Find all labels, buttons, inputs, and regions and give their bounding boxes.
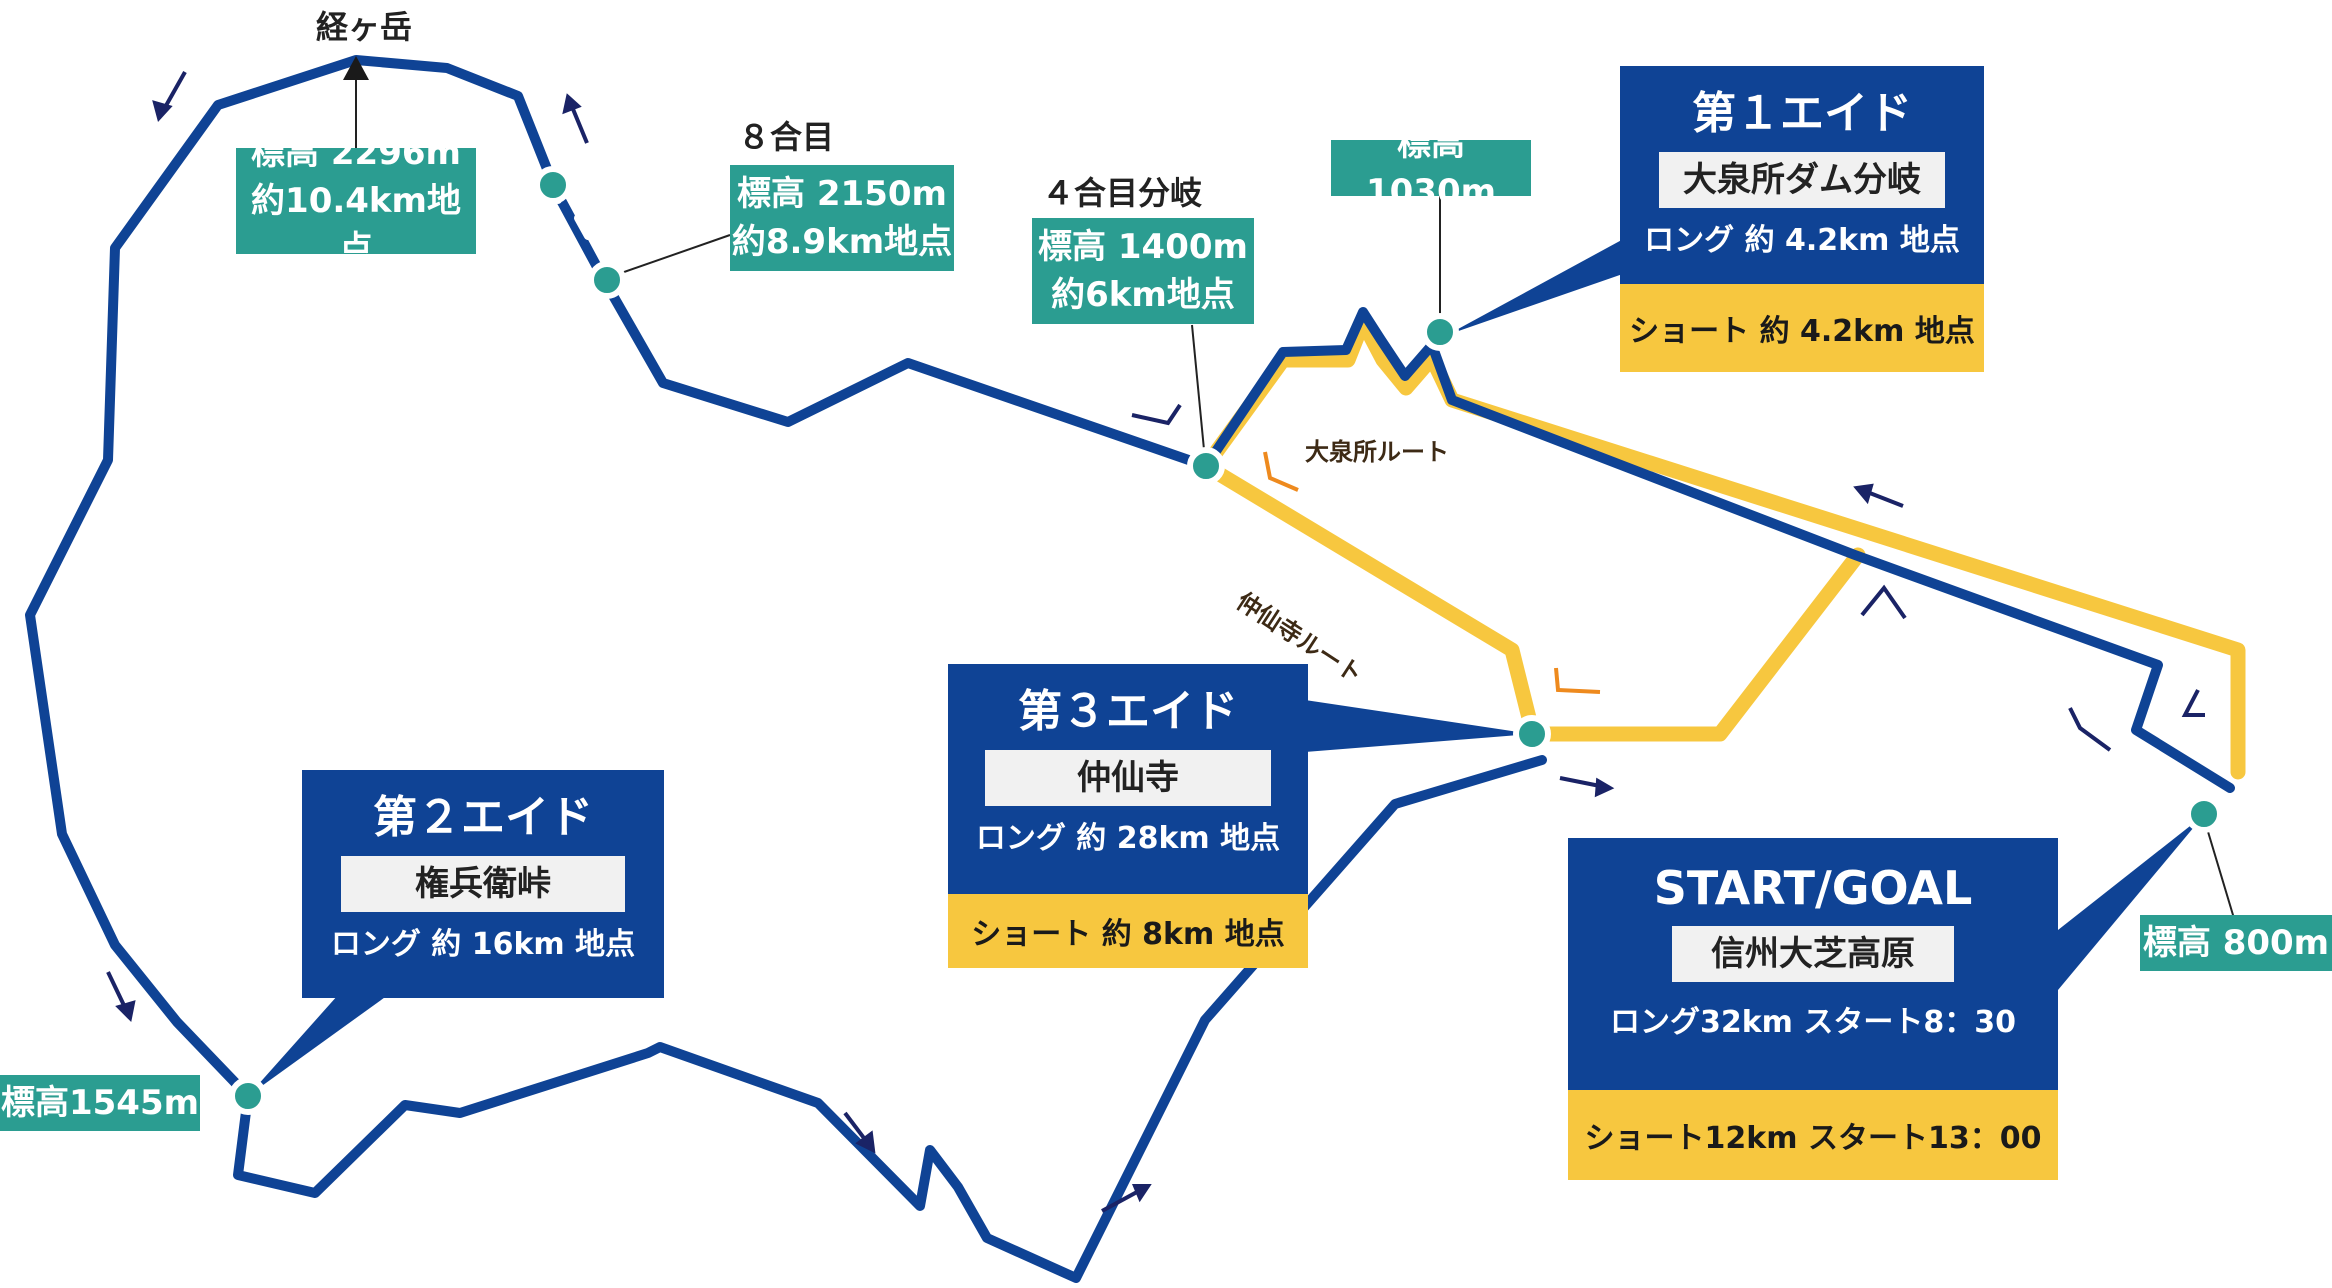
start-goal-title: START/GOAL xyxy=(1653,861,1973,915)
aid3-place: 仲仙寺 xyxy=(985,750,1271,806)
start-goal-place: 信州大芝高原 xyxy=(1672,926,1954,982)
go4-distance: 約6km地点 xyxy=(1051,275,1235,315)
aid1-title: 第１エイド xyxy=(1692,88,1912,139)
go8-distance: 約8.9km地点 xyxy=(731,222,953,262)
aid1-place: 大泉所ダム分岐 xyxy=(1659,152,1945,208)
summit-distance: 約10.4km地点 xyxy=(251,181,461,269)
route-point-aid3 xyxy=(1513,715,1551,753)
long-route-main xyxy=(1201,307,2235,793)
turn-arrow-icon xyxy=(2181,689,2205,717)
direction-arrow-icon xyxy=(152,71,187,123)
aid2-elevation-box: 標高1545m xyxy=(0,1075,200,1131)
go4-leader-line xyxy=(1191,324,1206,461)
route-point-aid1 xyxy=(1421,313,1459,351)
route-point-go8 xyxy=(588,261,626,299)
aid2-long-distance: ロング 約 16km 地点 xyxy=(330,927,636,962)
route-point-go8-upper xyxy=(534,166,572,204)
start-goal-long: ロング32km スタート8：30 xyxy=(1609,1005,2017,1040)
aid1-box: 第１エイド 大泉所ダム分岐 ロング 約 4.2km 地点 ショート 約 4.2k… xyxy=(1620,66,1984,372)
go8-station-name: ８合目 xyxy=(738,118,835,156)
route-point-start xyxy=(2185,795,2223,833)
short-turn-arrow-icon xyxy=(1554,667,1601,694)
aid2-box: 第２エイド 権兵衛峠 ロング 約 16km 地点 xyxy=(302,770,664,998)
short-route-oizumi xyxy=(1198,314,2246,780)
turn-arrow-icon xyxy=(1860,584,1907,620)
go8-elevation: 標高 2150m xyxy=(737,174,947,214)
aid1-callout-pointer xyxy=(1447,230,1640,335)
aid3-short-distance: ショート 約 8km 地点 xyxy=(948,894,1308,968)
aid3-long-distance: ロング 約 28km 地点 xyxy=(975,821,1281,856)
aid2-callout-pointer xyxy=(248,995,388,1096)
start-goal-box: START/GOAL 信州大芝高原 ロング32km スタート8：30 ショート1… xyxy=(1568,838,2058,1180)
go4-elevation: 標高 1400m xyxy=(1038,227,1248,267)
route-dash xyxy=(574,214,592,240)
aid2-place: 権兵衛峠 xyxy=(341,856,625,912)
aid2-elevation: 標高1545m xyxy=(0,1083,200,1123)
aid1-elevation: 標高 1030m xyxy=(1365,124,1497,212)
summit-elevation-box: 標高 2296m 約10.4km地点 xyxy=(236,133,476,269)
aid3-callout-pointer xyxy=(1305,700,1532,752)
go8-elevation-box: 標高 2150m 約8.9km地点 xyxy=(730,165,954,271)
route-point-go4 xyxy=(1187,447,1225,485)
start-callout-pointer xyxy=(2058,815,2204,990)
start-goal-short: ショート12km スタート13：00 xyxy=(1568,1090,2058,1180)
direction-arrow-icon xyxy=(562,93,589,144)
start-elevation-box: 標高 800m xyxy=(2140,915,2332,971)
aid1-long-distance: ロング 約 4.2km 地点 xyxy=(1644,223,1960,258)
route-point-aid2 xyxy=(229,1077,267,1115)
direction-arrow-icon xyxy=(106,971,136,1023)
summit-name: 経ヶ岳 xyxy=(316,8,413,46)
go4-elevation-box: 標高 1400m 約6km地点 xyxy=(1032,218,1254,324)
aid3-box: 第３エイド 仲仙寺 ロング 約 28km 地点 ショート 約 8km 地点 xyxy=(948,664,1308,968)
go8-leader-line xyxy=(606,234,731,279)
start-leader-line xyxy=(2202,814,2237,926)
direction-arrow-icon xyxy=(1101,1184,1152,1213)
direction-arrow-icon xyxy=(1559,776,1615,798)
peak-triangle-icon xyxy=(343,56,369,80)
aid3-title: 第３エイド xyxy=(1018,686,1238,737)
short-turn-arrow-icon xyxy=(1263,451,1299,492)
oizumi-route-label: 大泉所ルート xyxy=(1305,438,1449,466)
aid1-elevation-box: 標高 1030m xyxy=(1331,124,1531,212)
aid2-title: 第２エイド xyxy=(373,792,593,843)
direction-arrow-icon xyxy=(1853,483,1904,508)
turn-arrow-icon xyxy=(1131,403,1182,426)
aid1-short-distance: ショート 約 4.2km 地点 xyxy=(1620,284,1984,372)
turn-arrow-icon xyxy=(2068,707,2112,752)
go4-station-name: ４合目分岐 xyxy=(1042,174,1203,212)
direction-arrow-icon xyxy=(843,1111,876,1154)
start-elevation: 標高 800m xyxy=(2142,923,2330,963)
summit-elevation: 標高 2296m xyxy=(251,133,461,173)
